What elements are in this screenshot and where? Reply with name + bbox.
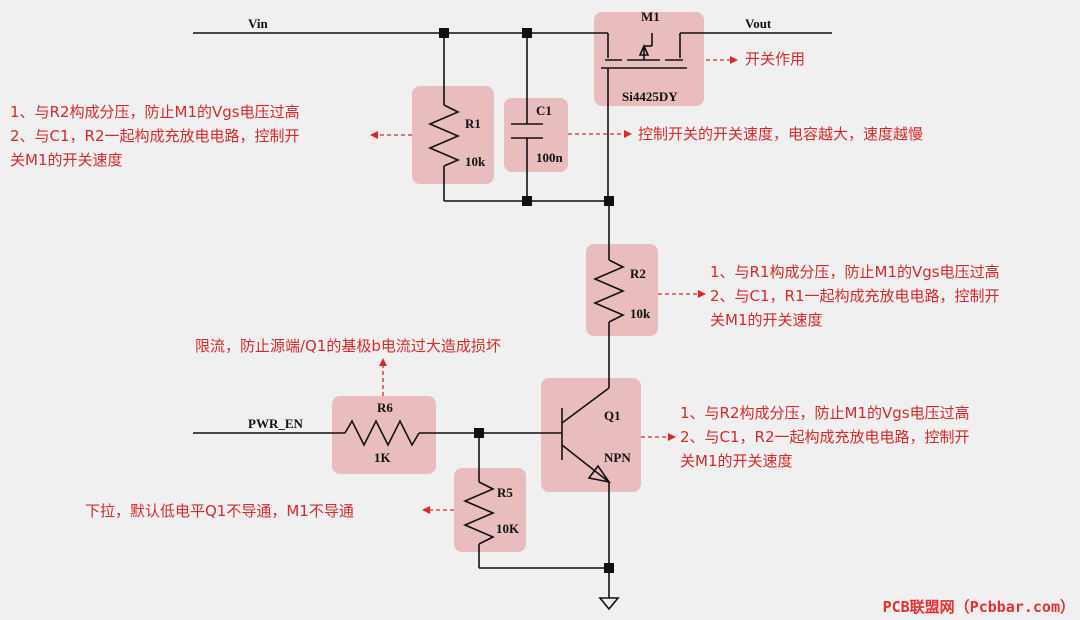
junction-dots	[439, 28, 614, 573]
r6-value: 1K	[374, 450, 392, 465]
r1-annotation-line-1: 1、与R2构成分压，防止M1的Vgs电压过高	[10, 103, 300, 121]
q1-type: NPN	[604, 450, 631, 465]
r5-highlight	[454, 468, 526, 552]
m1-part: Si4425DY	[622, 89, 678, 104]
m1-ref: M1	[641, 9, 660, 24]
r6-annotation-line-1: 限流，防止源端/Q1的基极b电流过大造成损坏	[195, 337, 501, 355]
ground-symbol	[598, 568, 620, 611]
r1-annotation-line-2: 2、与C1，R2一起构成充放电电路，控制开	[10, 127, 300, 145]
pwr-en-label: PWR_EN	[248, 416, 304, 431]
vout-label: Vout	[745, 16, 772, 31]
r2-annotation-line-2: 2、与C1，R1一起构成充放电电路，控制开	[710, 287, 1000, 305]
r1-value: 10k	[465, 154, 486, 169]
q1-symbol	[561, 387, 611, 568]
vin-label: Vin	[248, 16, 269, 31]
r6-ref: R6	[377, 400, 393, 415]
r5-branch	[462, 433, 609, 569]
r2-annotation-line-3: 关M1的开关速度	[710, 311, 823, 329]
q1-annotation-line-3: 关M1的开关速度	[680, 452, 793, 470]
c1-value: 100n	[536, 150, 564, 165]
m1-symbol	[601, 33, 687, 201]
r2-branch	[592, 201, 626, 388]
c1-highlight	[504, 98, 568, 172]
r2-annotation-line-1: 1、与R1构成分压，防止M1的Vgs电压过高	[710, 263, 1000, 281]
r2-value: 10k	[630, 306, 651, 321]
pwr-en-line	[193, 419, 562, 447]
r6-highlight	[332, 396, 436, 474]
q1-highlight	[541, 378, 641, 492]
c1-ref: C1	[536, 103, 552, 118]
m1-highlight	[594, 12, 704, 106]
c1-branch	[511, 33, 543, 201]
r5-ref: R5	[497, 485, 513, 500]
q1-annotation-line-1: 1、与R2构成分压，防止M1的Vgs电压过高	[680, 404, 970, 422]
m1-annotation-line-1: 开关作用	[745, 50, 805, 68]
annotation-arrows	[370, 56, 738, 514]
r1-highlight	[412, 86, 494, 184]
r1-ref: R1	[465, 116, 481, 131]
c1-annotation-line-1: 控制开关的开关速度，电容越大，速度越慢	[638, 125, 923, 143]
q1-ref: Q1	[604, 408, 621, 423]
r5-annotation-line-1: 下拉，默认低电平Q1不导通，M1不导通	[85, 502, 354, 520]
q1-annotation-line-2: 2、与C1，R2一起构成充放电电路，控制开	[680, 428, 970, 446]
r5-value: 10K	[496, 521, 520, 536]
watermark: PCB联盟网（Pcbbar.com）	[883, 598, 1075, 616]
r1-annotation-line-3: 关M1的开关速度	[10, 151, 123, 169]
r2-ref: R2	[630, 266, 646, 281]
